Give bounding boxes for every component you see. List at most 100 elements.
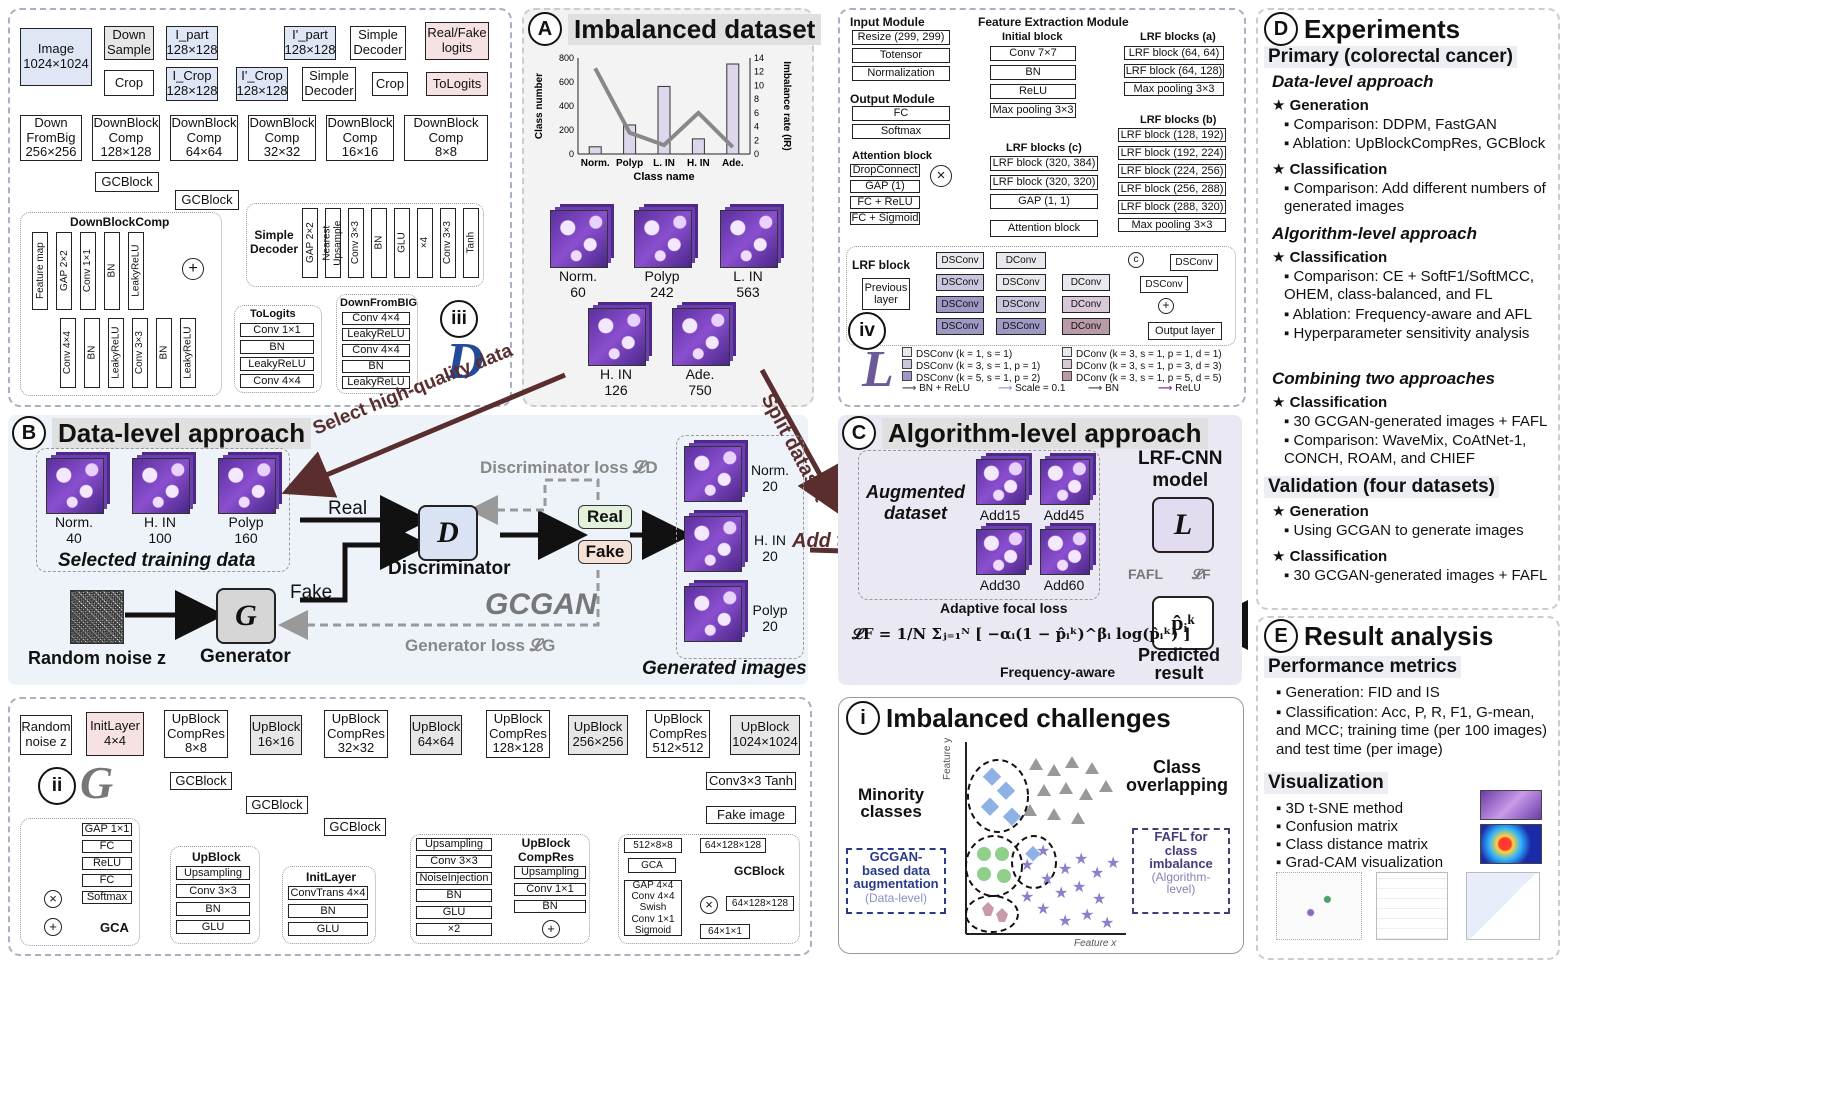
initial-item-2: ReLU [990, 84, 1076, 99]
chart-ytick-1: 600 [559, 77, 574, 87]
dfb-item-1: LeakyReLU [342, 328, 410, 341]
dbc-bottom-item-text-4: BN [158, 346, 170, 360]
lrf-dsconv-0: DSConv [936, 252, 984, 269]
i-part-prime-box: I'_part 128×128 [284, 26, 336, 60]
g-initlayer: InitLayer 4×4 [86, 712, 144, 756]
initlayer-item-1: BN [288, 904, 368, 918]
selected-label-2: Polyp 160 [228, 514, 264, 547]
sd-item-text-6: Conv 3×3 [442, 221, 454, 265]
generated-label-1: H. IN 20 [754, 532, 786, 565]
svg-text:★: ★ [1058, 861, 1072, 878]
output-module-title: Output Module [850, 92, 935, 106]
dbc-bottom-item-text-3: Conv 3×3 [134, 331, 146, 375]
svg-text:★: ★ [1106, 855, 1120, 872]
legend-text-5: DConv (k = 3, s = 1, p = 5, d = 5) [1076, 373, 1222, 384]
dbc-bottom-item-5: LeakyReLU [180, 318, 196, 388]
d-validation: Validation (four datasets) [1264, 476, 1499, 498]
panel-b-title-text: Data-level approach [52, 417, 312, 449]
gcb-input: 512×8×8 [624, 838, 682, 853]
generator-loss-label: Generator loss 𝓛G [405, 636, 556, 655]
lrf-b-item-0: LRF block (128, 192) [1118, 128, 1226, 142]
generated-images-box [676, 435, 804, 659]
dbc-128-box: DownBlock Comp 128×128 [92, 115, 160, 161]
e-vis-item-1: ▪ Confusion matrix [1276, 818, 1399, 835]
lrf-add-icon: + [1158, 298, 1174, 314]
down-from-big-box: Down FromBig 256×256 [20, 115, 82, 161]
output-layer-box: Output layer [1148, 322, 1222, 340]
lrf-b-item-5: Max pooling 3×3 [1118, 218, 1226, 232]
e-perf-item-1: ▪ Classification: Acc, P, R, F1, G-mean,… [1276, 704, 1547, 758]
e-vis-item-3: ▪ Grad-CAM visualization [1276, 854, 1444, 871]
roman-iii-label: iii [440, 300, 478, 338]
d-cls2: ★ Classification [1272, 249, 1388, 266]
lrf-a-item-2: Max pooling 3×3 [1124, 82, 1224, 96]
add-icon: + [182, 258, 204, 280]
add-label-3: Add60 [1043, 577, 1085, 593]
ubcr-left-item-5: ×2 [416, 923, 492, 936]
gcgan-solution-sub: (Data-level) [864, 890, 927, 905]
simple-decoder-detail [246, 203, 484, 287]
panel-c-title: C Algorithm-level approach [842, 416, 1208, 450]
gcb-t3: 64×1×1 [700, 924, 750, 939]
panel-b-letter: B [12, 416, 46, 450]
panel-e-letter: E [1264, 619, 1298, 653]
concat-icon: c [1128, 252, 1144, 268]
dbc-bottom-item-text-5: LeakyReLU [182, 326, 194, 380]
g-gcblock-2: GCBlock [246, 796, 308, 814]
tl-item-0: Conv 1×1 [240, 323, 314, 337]
downfrombig-title: DownFromBIG [340, 297, 417, 309]
chart-xtick-2: L. IN [653, 158, 675, 169]
fafl-solution-sub: (Algorithm- level) [1151, 869, 1211, 896]
panel-a-title: A Imbalanced dataset [528, 12, 822, 46]
chart-y2tick-2: 10 [754, 80, 764, 90]
downblockcomp-title: DownBlockComp [70, 215, 170, 229]
panel-d-title: D Experiments [1264, 12, 1460, 46]
legend-swatch-3 [1062, 347, 1072, 357]
tsne-thumb [1480, 790, 1542, 820]
generator-box: G [216, 588, 276, 644]
fake-output: Fake [578, 540, 632, 564]
random-noise-image [70, 590, 124, 644]
tile-a-label-2: L. IN 563 [733, 268, 763, 301]
dbc-bottom-item-text-1: BN [86, 346, 98, 360]
add-tile-2 [976, 529, 1026, 575]
overlap-label: Class overlapping [1126, 757, 1229, 795]
initlayer-detail [282, 866, 376, 944]
panel-b-title: B Data-level approach [12, 416, 312, 450]
panel-e-title: E Result analysis [1264, 619, 1493, 653]
sd-item-text-5: ×4 [419, 237, 431, 249]
chart-y2tick-1: 12 [754, 67, 764, 77]
chart-xtick-3: H. IN [687, 158, 710, 169]
svg-text:★: ★ [1020, 857, 1034, 874]
legend-text-0: DSConv (k = 1, s = 1) [916, 349, 1013, 360]
fafl-solution-box: FAFL for class imbalance (Algorithm- lev… [1132, 828, 1230, 914]
dbc-top-item-0: Feature map [32, 232, 48, 310]
sd-item-2: Conv 3×3 [348, 208, 364, 278]
legend-arrow-0: ⟶ BN + ReLU [902, 383, 970, 394]
chart-xtick-4: Ade. [722, 158, 744, 169]
d-gen-item-1: ▪ Ablation: UpBlockCompRes, GCBlock [1284, 135, 1546, 152]
selected-tile-0 [46, 458, 104, 514]
legend-text-3: DConv (k = 3, s = 1, p = 1, d = 1) [1076, 349, 1222, 360]
input-item-1: Totensor [852, 48, 950, 63]
gca-add-icon: + [44, 918, 62, 936]
svg-text:★: ★ [1072, 879, 1086, 896]
panel-e [1256, 616, 1560, 960]
dbc-top-item-4: LeakyReLU [128, 232, 144, 310]
sd-item-text-2: Conv 3×3 [350, 221, 362, 265]
roman-ii-label: ii [38, 767, 76, 805]
legend-arrow-line-1: ⟶ [998, 383, 1016, 394]
output-item-1: Softmax [852, 124, 950, 139]
crop-box-2: Crop [372, 72, 408, 96]
lrf-b-item-4: LRF block (288, 320) [1118, 200, 1226, 214]
lrf-a-item-0: LRF block (64, 64) [1124, 46, 1224, 60]
previous-layer-box: Previous layer [862, 278, 910, 310]
d-primary: Primary (colorectal cancer) [1264, 46, 1518, 68]
svg-text:★: ★ [1090, 865, 1104, 882]
upblock-item-3: GLU [176, 920, 250, 934]
tile-a-3 [588, 308, 646, 366]
dbc-64-box: DownBlock Comp 64×64 [170, 115, 238, 161]
